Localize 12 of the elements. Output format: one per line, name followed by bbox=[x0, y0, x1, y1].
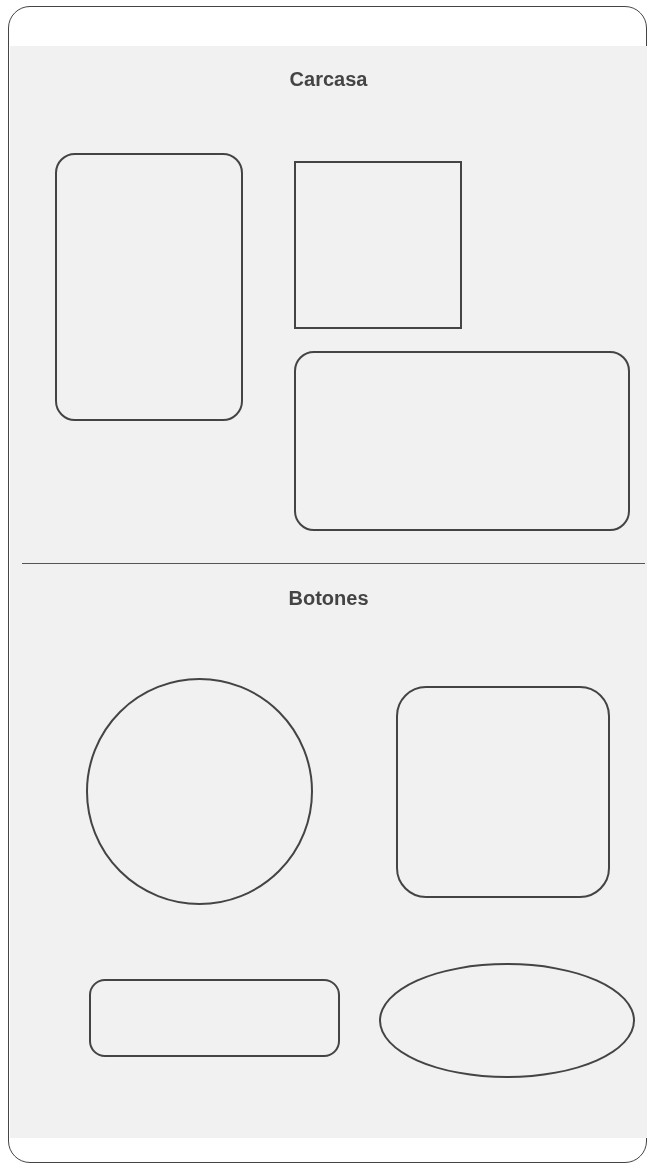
section-heading: Botones bbox=[287, 587, 370, 610]
section-heading: Carcasa bbox=[288, 68, 369, 91]
rounded-rectangle bbox=[55, 153, 243, 421]
section-panel bbox=[10, 46, 647, 565]
frame bbox=[8, 6, 647, 1163]
rounded-rectangle bbox=[294, 351, 630, 531]
rounded-square bbox=[396, 686, 610, 898]
circle bbox=[86, 678, 313, 905]
section-panel bbox=[10, 565, 647, 1138]
square bbox=[294, 161, 462, 329]
ellipse bbox=[379, 963, 635, 1078]
rounded-rectangle bbox=[89, 979, 340, 1057]
